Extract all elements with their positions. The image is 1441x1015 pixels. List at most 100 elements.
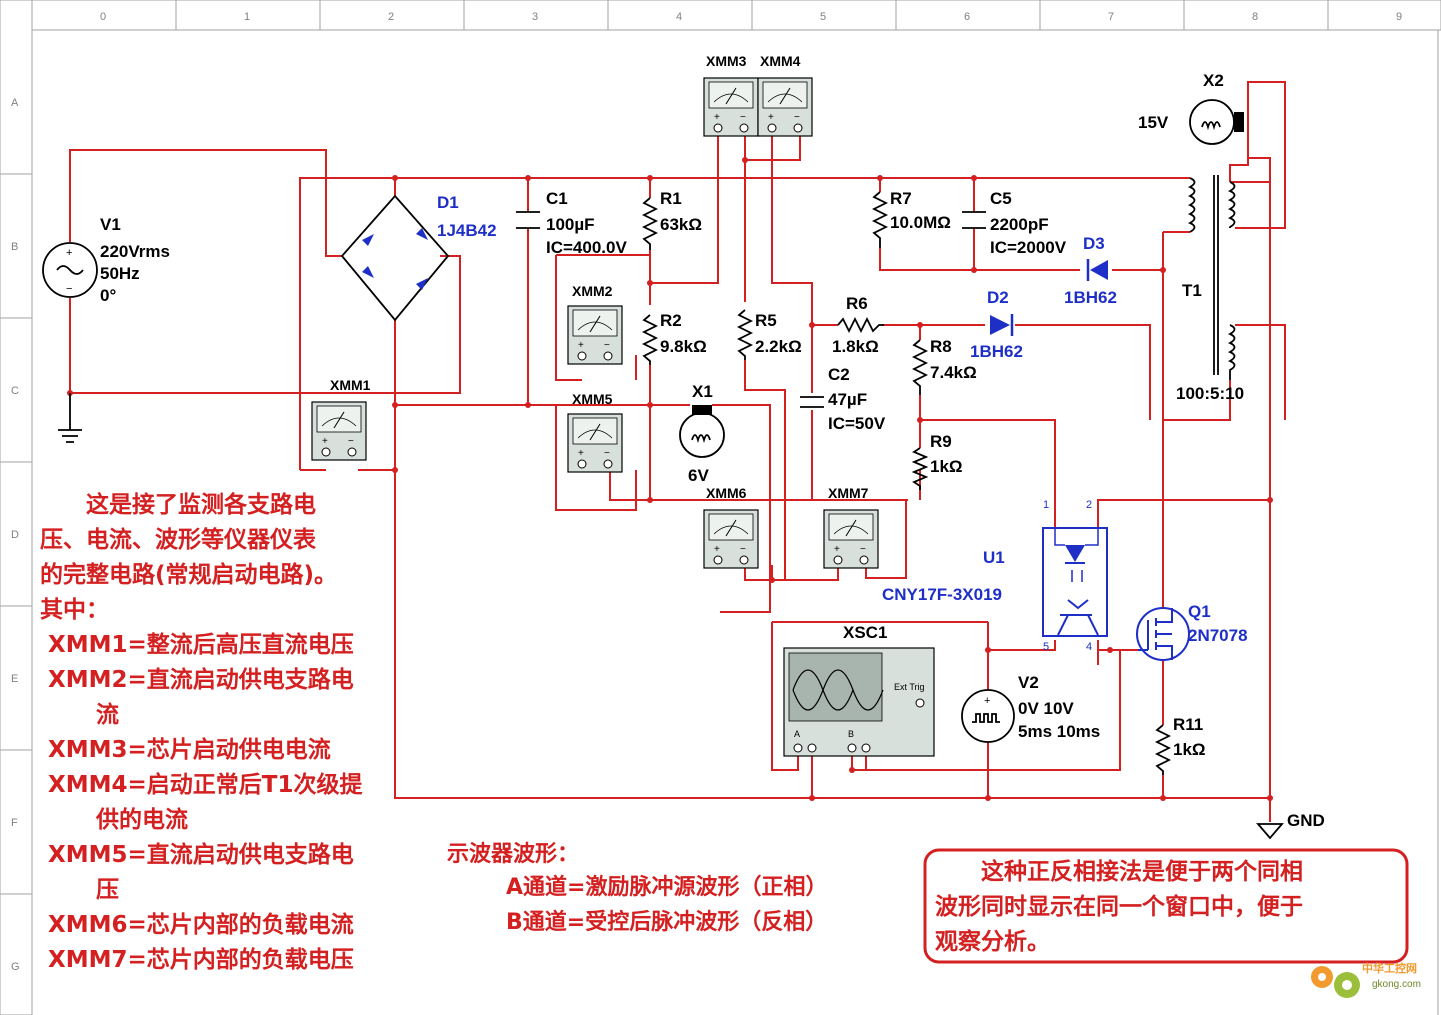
x2-name: X2 (1203, 71, 1224, 90)
r2-resistor[interactable] (641, 314, 659, 365)
c1-name: C1 (546, 189, 568, 208)
ruler-column-6: 6 (964, 11, 970, 23)
d1-bridge-rectifier[interactable] (340, 194, 450, 322)
c5-name: C5 (990, 189, 1012, 208)
v1-phase: 0° (100, 286, 116, 305)
r5-value: 2.2kΩ (755, 337, 802, 356)
v2-name: V2 (1018, 673, 1039, 692)
q1-mosfet[interactable] (1136, 607, 1190, 661)
xmm4-label: XMM4 (760, 53, 801, 69)
ruler-column-4: 4 (676, 11, 682, 23)
svg-text:−: − (794, 112, 800, 123)
q1-name: Q1 (1188, 602, 1211, 621)
ruler-row-F: F (11, 817, 18, 829)
xmm3-multimeter[interactable]: +− (703, 77, 759, 137)
ground-symbol-right (1256, 823, 1284, 840)
ruler-column-2: 2 (388, 11, 394, 23)
xmm6-multimeter[interactable]: +− (703, 509, 759, 569)
ruler-row-E: E (11, 673, 18, 685)
v1-source[interactable]: +− (42, 242, 98, 298)
c2-name: C2 (828, 365, 850, 384)
r8-resistor[interactable] (911, 339, 929, 395)
xmm5-multimeter[interactable]: +− (567, 413, 623, 473)
ruler-column-5: 5 (820, 11, 826, 23)
xmm7-label: XMM7 (828, 485, 869, 501)
left-note-line: 其中： (40, 597, 109, 623)
xmm2-multimeter[interactable]: +− (567, 305, 623, 365)
xmm4-multimeter[interactable]: +− (757, 77, 813, 137)
d1-name: D1 (437, 193, 459, 212)
c5-capacitor[interactable] (962, 211, 986, 229)
ground-symbol-left (58, 393, 82, 443)
r11-value: 1kΩ (1173, 740, 1206, 759)
v1-frequency: 50Hz (100, 264, 140, 283)
xmm6-label: XMM6 (706, 485, 747, 501)
d1-part: 1J4B42 (437, 221, 497, 240)
r1-value: 63kΩ (660, 215, 702, 234)
d2-name: D2 (987, 288, 1009, 307)
u1-pin4: 4 (1086, 641, 1092, 653)
xsc1-oscilloscope[interactable]: Ext Trig A B (783, 647, 935, 757)
t1-transformer[interactable] (1187, 175, 1236, 380)
left-note-line: XMM3=芯片启动供电电流 (40, 736, 331, 763)
r9-resistor[interactable] (911, 447, 929, 490)
v2-timing: 5ms 10ms (1018, 722, 1100, 741)
r8-name: R8 (930, 337, 952, 356)
ruler-column-3: 3 (532, 11, 538, 23)
r1-resistor[interactable] (641, 197, 659, 250)
watermark-cn: 中华工控网 (1362, 961, 1417, 975)
svg-text:+: + (834, 544, 840, 555)
r1-name: R1 (660, 189, 682, 208)
u1-part: CNY17F-3X019 (882, 585, 1002, 604)
r11-resistor[interactable] (1154, 724, 1172, 775)
svg-text:−: − (740, 544, 746, 555)
r5-resistor[interactable] (736, 309, 754, 360)
x2-lamp[interactable] (1189, 99, 1244, 145)
osc-notes-title: 示波器波形： (447, 842, 579, 867)
d3-diode[interactable] (1086, 259, 1108, 281)
ruler-column-0: 0 (100, 11, 106, 23)
svg-text:+: + (578, 448, 584, 459)
r2-value: 9.8kΩ (660, 337, 707, 356)
u1-optocoupler[interactable]: 1 2 5 4 (1042, 499, 1108, 653)
xmm1-label: XMM1 (330, 377, 371, 393)
r7-name: R7 (890, 189, 912, 208)
u1-pin2: 2 (1086, 499, 1092, 511)
r9-name: R9 (930, 432, 952, 451)
c2-value: 47µF (828, 390, 867, 409)
box-note-line: 观察分析。 (935, 928, 1050, 955)
r5-name: R5 (755, 311, 777, 330)
svg-text:+: + (714, 112, 720, 123)
left-note-line: 压 (40, 877, 119, 903)
x1-lamp[interactable] (679, 405, 725, 458)
svg-text:+: + (578, 340, 584, 351)
v2-pulse-source[interactable]: + (961, 689, 1015, 743)
svg-text:−: − (66, 283, 72, 295)
c1-value: 100µF (546, 215, 595, 234)
box-note-line: 这种正反相接法是便于两个同相 (935, 858, 1303, 885)
r6-resistor[interactable] (837, 316, 884, 334)
xmm5-label: XMM5 (572, 391, 613, 407)
r7-resistor[interactable] (871, 191, 889, 248)
c2-capacitor[interactable] (800, 396, 824, 408)
x1-name: X1 (692, 382, 713, 401)
xmm1-multimeter[interactable]: +− (311, 401, 367, 461)
svg-text:+: + (322, 436, 328, 447)
svg-text:+: + (768, 112, 774, 123)
r8-value: 7.4kΩ (930, 363, 977, 382)
r6-value: 1.8kΩ (832, 337, 879, 356)
d2-diode[interactable] (990, 314, 1014, 336)
left-note-line: XMM4=启动正常后T1次级提 (40, 771, 363, 798)
ruler-row-B: B (11, 241, 18, 253)
left-note-line: XMM5=直流启动供电支路电 (40, 841, 354, 868)
osc-note-a: A通道=激励脉冲源波形（正相） (506, 874, 827, 900)
box-note-line: 波形同时显示在同一个窗口中，便于 (935, 893, 1303, 920)
c1-capacitor[interactable] (516, 211, 540, 229)
junction-dots (67, 157, 1273, 801)
u1-pin1: 1 (1043, 499, 1049, 511)
xmm7-multimeter[interactable]: +− (823, 509, 879, 569)
svg-text:−: − (604, 448, 610, 459)
r9-value: 1kΩ (930, 457, 963, 476)
